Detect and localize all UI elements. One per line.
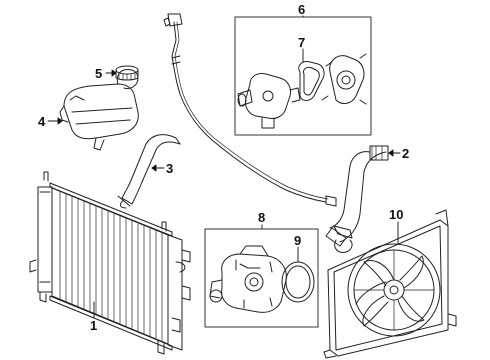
- callout-8: 8: [258, 210, 266, 225]
- callout-3: 3: [166, 161, 174, 176]
- reservoir-cap: [115, 65, 139, 81]
- lower-hose: [117, 134, 181, 209]
- callout-6: 6: [298, 2, 306, 17]
- upper-hose: [325, 145, 389, 253]
- leader-lines: [47, 15, 401, 319]
- callout-4: 4: [38, 114, 46, 129]
- callout-1: 1: [90, 318, 98, 333]
- callout-2: 2: [402, 146, 410, 161]
- thermostat-gasket: [298, 61, 325, 101]
- box-water-pump-kit: [204, 228, 319, 328]
- callout-5: 5: [95, 66, 103, 81]
- callout-7: 7: [298, 35, 306, 50]
- bypass-tube: [163, 13, 337, 207]
- callout-9: 9: [294, 233, 302, 248]
- thermostat-housing: [237, 73, 301, 129]
- radiator: [29, 171, 191, 355]
- water-pump-gasket: [281, 261, 315, 303]
- thermostat: [321, 53, 367, 105]
- coolant-reservoir: [59, 69, 139, 151]
- callout-10: 10: [389, 207, 404, 222]
- cooling-fan-assembly: [323, 209, 457, 359]
- water-pump: [209, 245, 287, 313]
